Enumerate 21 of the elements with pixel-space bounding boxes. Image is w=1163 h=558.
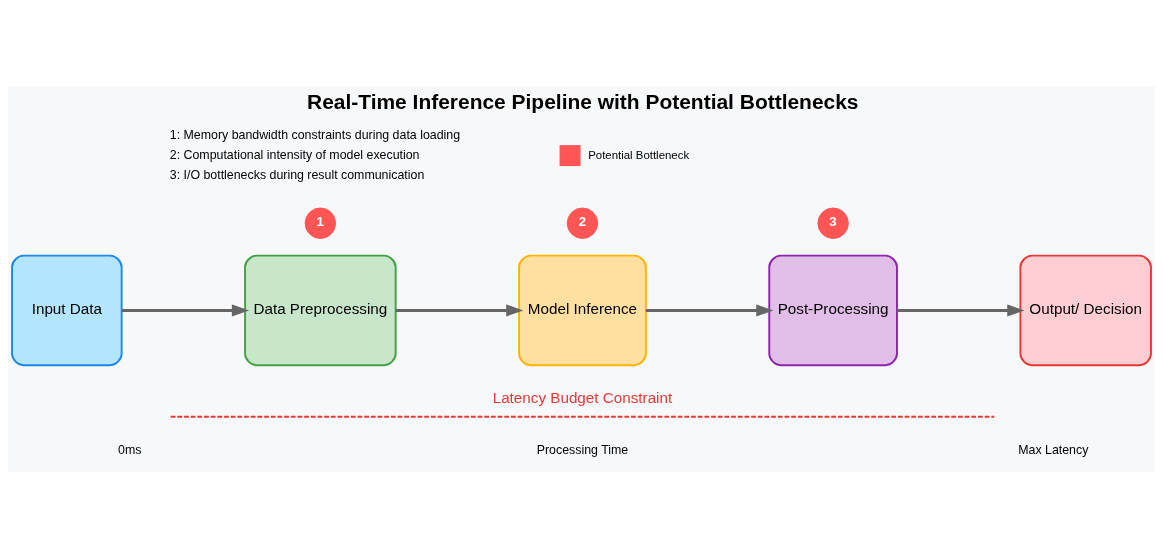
legend-label: Potential Bottleneck: [588, 148, 690, 161]
diagram-title: Real-Time Inference Pipeline with Potential Bottlenecks: [307, 90, 859, 114]
node-box: Input Data: [11, 254, 123, 367]
node-circle: 1: [304, 207, 337, 239]
arrow: [897, 304, 1025, 317]
node-box: Data Preprocessing: [244, 254, 397, 367]
label: Processing Time: [536, 443, 629, 458]
arrow: [395, 304, 524, 317]
label: 0ms: [118, 443, 142, 458]
label: Max Latency: [1018, 443, 1089, 458]
label: 2: Computational intensity of model execution: [169, 147, 420, 162]
node-circle: 3: [817, 207, 849, 239]
arrow: [121, 304, 250, 317]
node-box: Output/ Decision: [1019, 254, 1152, 367]
label: 1: Memory bandwidth constraints during data loading: [169, 127, 461, 142]
node-box: Post-Processing: [768, 254, 898, 367]
label: Latency Budget Constraint: [492, 389, 673, 407]
node-circle: 2: [566, 207, 599, 239]
label: 3: I/O bottlenecks during result communication: [169, 167, 425, 182]
arrow: [645, 304, 774, 317]
node-box: Model Inference: [518, 254, 647, 367]
